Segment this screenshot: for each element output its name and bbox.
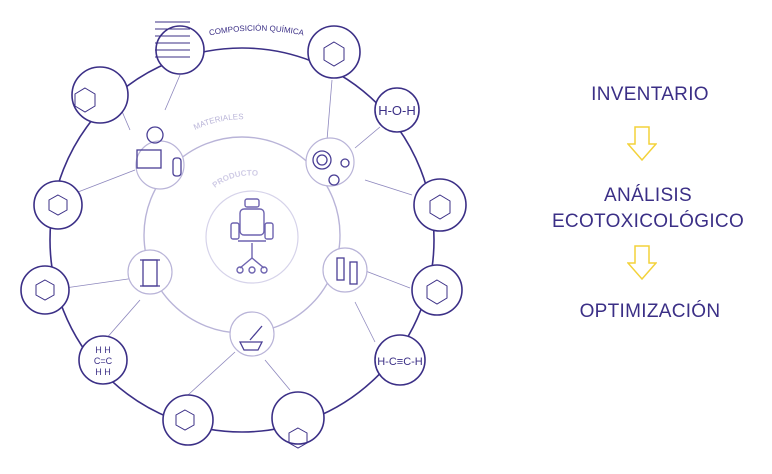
hexagon-icon [426,279,448,305]
materials-label: MATERIALES [192,112,243,132]
water-node [374,87,420,133]
hexagon-icon [323,41,345,67]
ethylene-formula-top: H H [95,345,111,355]
flask-icon [136,126,182,177]
hexagon-chain-node [162,394,214,446]
connectors [64,74,413,396]
material-rings-node [305,137,355,187]
ethylene-formula-bottom: H H [95,367,111,377]
sugar-node-left [33,180,83,230]
step-analisis: ANÁLISIS ECOTOXICOLÓGICO [551,185,745,232]
step-inventario: INVENTARIO [591,84,709,105]
arrow-down-icon [627,245,657,281]
mortar-icon [238,325,264,351]
hexagon-icon [35,279,55,301]
molecule-node-right [413,178,467,232]
step-optimizacion: OPTIMIZACIÓN [579,301,721,322]
column-icon [140,259,160,287]
acetylene-node [374,334,426,386]
material-column-node [127,249,173,295]
product-label: PRODUCTO [211,168,259,189]
spool-icon [336,257,358,285]
glucose-node [307,25,361,79]
ethylene-node [78,335,128,385]
hexagon-icon [48,194,68,216]
product-ring [205,190,299,284]
ethylene-formula-mid: C=C [94,356,113,366]
hexagon-icon [288,427,308,449]
chromatogram-icon [155,21,190,58]
material-thread-node [322,247,368,293]
outer-ring-label: COMPOSICIÓN QUÍMICA [208,24,305,38]
hexagon-icon [175,409,195,431]
rings-icon [312,150,350,186]
pyrimidine-node [20,265,70,315]
water-formula: H-O-H [378,103,416,118]
arrow-down-icon [627,126,657,162]
hexagon-icon [74,87,96,113]
cyclohexane-node [271,391,325,445]
molecule-node-ring [411,264,463,316]
material-lab-node [135,140,185,190]
chair-icon [230,198,274,274]
hexagon-icon [429,194,451,220]
nitro-molecule-node [71,66,129,124]
acetylene-formula: H-C≡C-H [377,356,423,368]
outer-ring [49,47,435,433]
